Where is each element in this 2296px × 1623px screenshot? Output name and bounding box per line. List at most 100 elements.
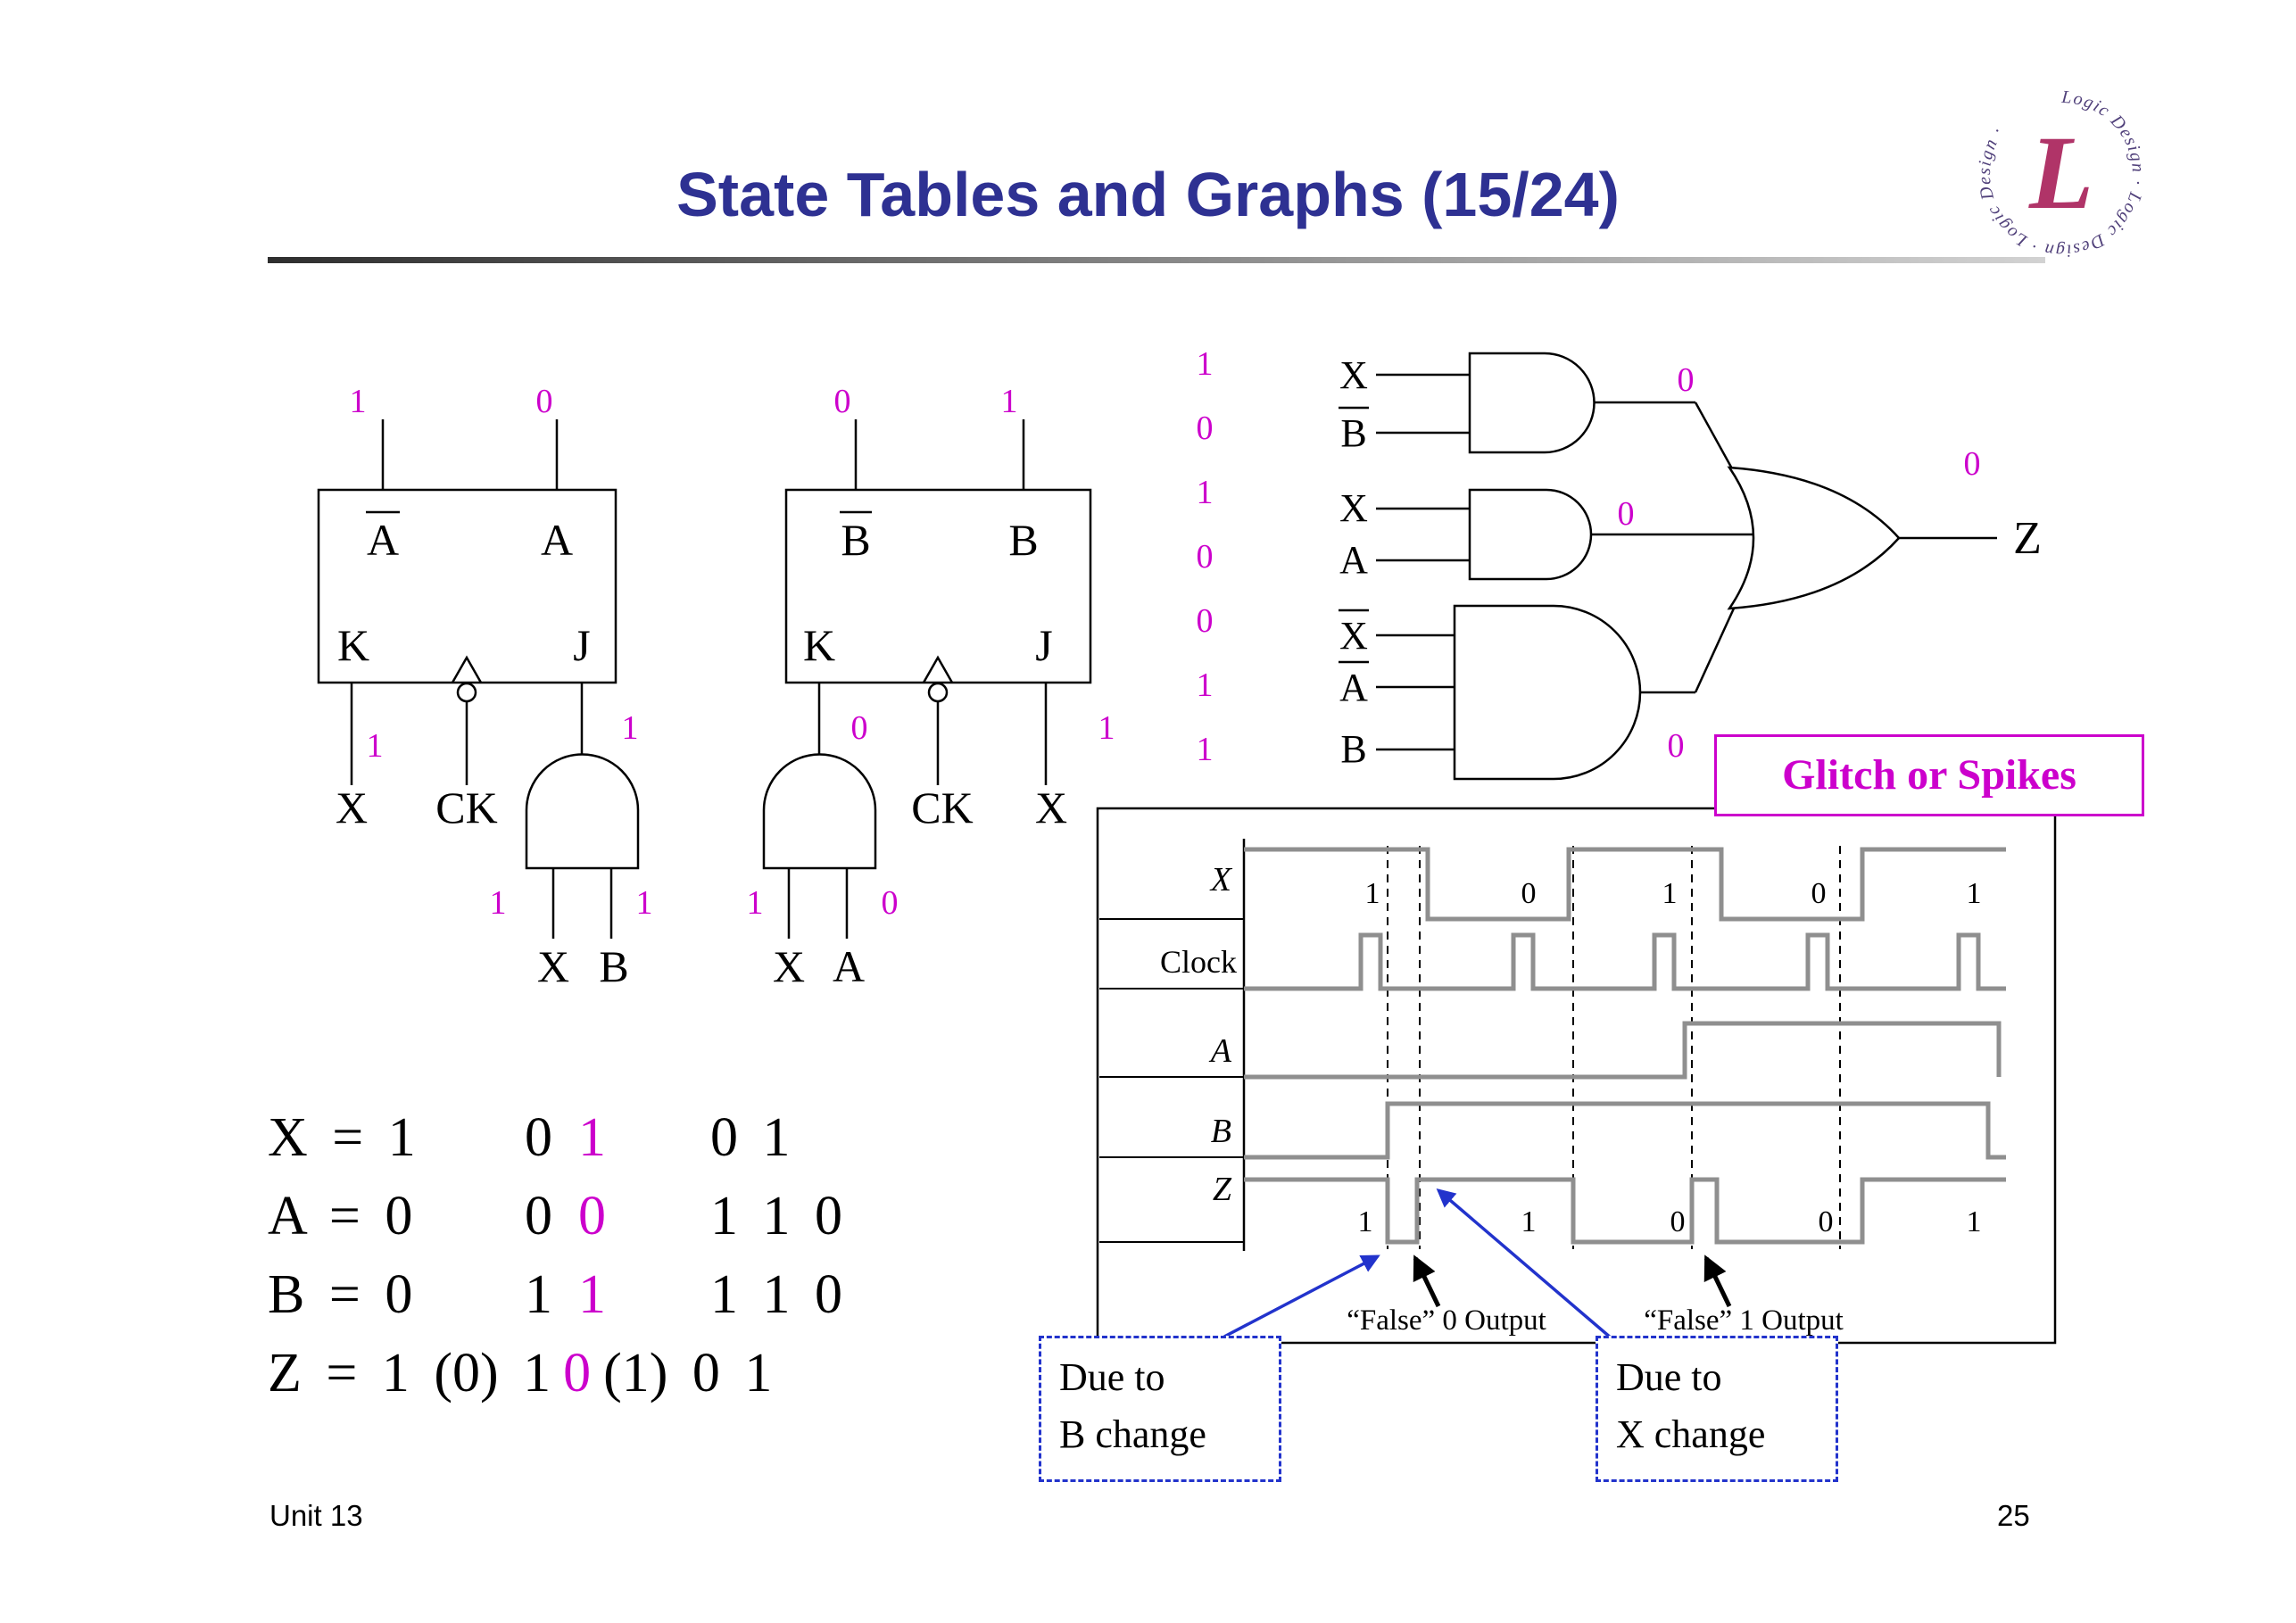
and3-output-value: 0 (1668, 727, 1685, 765)
signal-label-x: X (1209, 861, 1233, 898)
and-gate-2-icon (1468, 488, 1593, 581)
ff1-k-label: K (337, 620, 369, 670)
ff1-and-input2-label: B (599, 941, 628, 991)
title-rule (268, 257, 2045, 263)
column-value: 0 (1197, 602, 1214, 640)
and-gate-3-icon (1453, 604, 1642, 781)
ff2-j-value: 1 (1098, 709, 1115, 747)
ff2-and-in1-value: 1 (747, 884, 764, 922)
ff2-clock-bubble-icon (927, 682, 949, 703)
eq-x-v3: 0 1 (710, 1107, 791, 1168)
false-1-output-label: “False” 1 Output (1644, 1304, 1844, 1337)
signal-label-b: B (1211, 1113, 1231, 1150)
column-value: 0 (1197, 410, 1214, 447)
callout-line: B change (1059, 1412, 1206, 1456)
eq-a-lhs: A = 0 (268, 1186, 413, 1246)
signal-label-clock: Clock (1160, 944, 1237, 980)
x-value: 1 (1967, 877, 1982, 910)
column-value: 1 (1197, 345, 1214, 383)
ff2-q-label: B (1008, 515, 1038, 565)
timing-signal-labels: X Clock A B Z (1160, 861, 1237, 1208)
timing-waveforms (1244, 847, 2006, 1245)
eq-a-v3: 1 1 0 (710, 1186, 842, 1246)
false-0-arrow-icon (1413, 1255, 1441, 1308)
or-gate-icon (1727, 466, 1901, 610)
ff2-and-input1-label: X (773, 941, 805, 991)
eq-a-v1: 0 (525, 1186, 552, 1246)
waveform-x (1244, 847, 2006, 922)
logic-output-z-label: Z (2013, 513, 2042, 564)
ff1-qbar-value: 1 (350, 383, 367, 420)
jk-flipflop-2-annotations: 0 1 0 1 1 0 (747, 383, 1115, 922)
ff1-q-value: 0 (536, 383, 553, 420)
eq-z-highlight: 0 (563, 1343, 592, 1404)
jk-flipflop-1-annotations: 1 0 1 1 1 1 (350, 383, 653, 922)
z-value: 0 (1819, 1205, 1834, 1238)
logic-input-b-bar-label: B (1340, 411, 1366, 455)
eq-b-lhs: B = 0 (268, 1264, 413, 1325)
ff2-and-in2-value: 0 (882, 884, 899, 922)
ff1-and-gate-icon (525, 753, 640, 870)
x-value: 1 (1365, 877, 1380, 910)
callout-line: Due to (1059, 1355, 1165, 1399)
b-change-arrow-icon (1223, 1255, 1380, 1338)
eq-z-lhs: Z = 1 (0) 1 (268, 1343, 551, 1404)
output-logic-circuit (1339, 352, 1997, 781)
ff2-ck-label: CK (911, 783, 973, 832)
jk-flipflop-1 (317, 419, 640, 939)
signal-label-a: A (1208, 1032, 1232, 1070)
ff2-and-gate-icon (762, 753, 877, 870)
ff2-q-value: 1 (1001, 383, 1018, 420)
logic-input-x2-label: X (1339, 486, 1368, 530)
x-value: 1 (1662, 877, 1678, 910)
eq-a-v2-highlight: 0 (578, 1186, 606, 1246)
signal-label-z: Z (1213, 1171, 1232, 1208)
ff2-qbar-value: 0 (834, 383, 851, 420)
z-value: 1 (1967, 1205, 1982, 1238)
callout-due-to-x-change: Due to X change (1596, 1336, 1838, 1482)
logic-input-a-bar-label: A (1339, 666, 1368, 709)
glitch-or-spikes-label: Glitch or Spikes (1714, 734, 2144, 816)
timing-x-values: 1 0 1 0 1 (1365, 877, 1982, 910)
and2-output-value: 0 (1618, 495, 1635, 533)
waveform-a (1244, 1021, 2002, 1080)
ff1-k-input-label: X (336, 783, 368, 832)
ff2-k-label: K (803, 620, 835, 670)
false-0-output-label: “False” 0 Output (1347, 1304, 1546, 1337)
ff1-j-value: 1 (622, 709, 639, 747)
output-logic-annotations: 0 0 0 0 (1618, 361, 1981, 765)
jk-flipflop-2-labels: B B K J CK X X A (773, 515, 1067, 991)
column-value: 1 (1197, 474, 1214, 511)
column-value: 1 (1197, 667, 1214, 704)
ff2-j-label: J (1035, 620, 1052, 670)
false-1-arrow-icon (1703, 1255, 1732, 1308)
column-value: 1 (1197, 731, 1214, 768)
column-value: 0 (1197, 538, 1214, 576)
logo: Logic Design ∙ Logic Design ∙ Logic Desi… (1975, 87, 2147, 261)
timing-diagram: X Clock A B Z 1 0 1 0 1 1 1 0 0 1 “False… (1096, 807, 2057, 1345)
timing-z-values: 1 1 0 0 1 (1358, 1205, 1982, 1238)
page-number: 25 (1997, 1499, 2030, 1532)
logo-letter: L (2028, 114, 2093, 231)
ff2-clock-edge-icon (922, 655, 954, 683)
x-change-arrow-icon (1436, 1188, 1613, 1340)
x-value: 0 (1521, 877, 1537, 910)
eq-x-v2-highlight: 1 (578, 1107, 606, 1168)
ff1-q-label: A (541, 515, 573, 565)
ff1-j-label: J (573, 620, 590, 670)
ff1-clock-edge-icon (451, 655, 483, 683)
eq-x-lhs: X = 1 (268, 1107, 416, 1168)
eq-b-v3: 1 1 0 (710, 1264, 842, 1325)
ff1-ck-label: CK (435, 783, 497, 832)
z-value: 1 (1521, 1205, 1537, 1238)
callout-line: X change (1616, 1412, 1766, 1456)
x-value: 0 (1811, 877, 1827, 910)
callout-due-to-b-change: Due to B change (1039, 1336, 1281, 1482)
logic-input-a-label: A (1339, 538, 1368, 582)
waveform-z (1244, 1177, 2006, 1245)
z-value: 0 (1670, 1205, 1686, 1238)
ff1-k-value: 1 (367, 727, 384, 765)
